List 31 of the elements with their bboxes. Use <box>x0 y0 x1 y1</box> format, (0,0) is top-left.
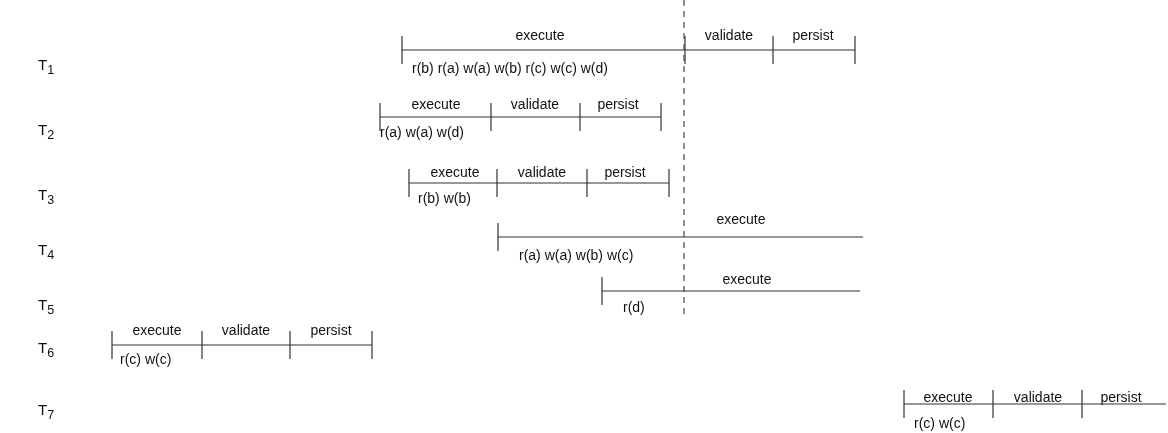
phase-label: persist <box>1100 389 1142 405</box>
phase-label: validate <box>1013 389 1063 405</box>
row-label: T$_{1}$ <box>38 57 55 78</box>
operations-label: r(c) w(c) <box>120 351 172 367</box>
phase-label: execute <box>430 164 480 180</box>
phase-label: execute <box>411 96 461 112</box>
phase-label: validate <box>221 322 271 338</box>
phase-label: validate <box>517 164 567 180</box>
phase-label: persist <box>310 322 352 338</box>
phase-label: persist <box>597 96 639 112</box>
operations-label: r(a) w(a) w(d) <box>380 124 464 140</box>
operations-label: r(b) r(a) w(a) w(b) r(c) w(c) w(d) <box>412 60 608 76</box>
row-label: T$_{3}$ <box>38 187 55 208</box>
row-label: T$_{4}$ <box>38 242 55 263</box>
phase-label: execute <box>722 271 772 287</box>
operations-label: r(b) w(b) <box>418 190 471 206</box>
operations-label: r(d) <box>623 299 645 315</box>
phase-label: execute <box>132 322 182 338</box>
row-label: T$_{5}$ <box>38 297 55 318</box>
phase-label: execute <box>923 389 973 405</box>
phase-label: validate <box>510 96 560 112</box>
row-label: T$_{7}$ <box>38 402 55 423</box>
phase-label: execute <box>515 27 565 43</box>
phase-label: execute <box>716 211 766 227</box>
operations-label: r(c) w(c) <box>914 415 966 431</box>
row-label: T$_{6}$ <box>38 340 55 361</box>
row-label: T$_{2}$ <box>38 122 55 143</box>
phase-label: persist <box>792 27 834 43</box>
phase-label: persist <box>604 164 646 180</box>
phase-label: validate <box>704 27 754 43</box>
operations-label: r(a) w(a) w(b) w(c) <box>519 247 634 263</box>
